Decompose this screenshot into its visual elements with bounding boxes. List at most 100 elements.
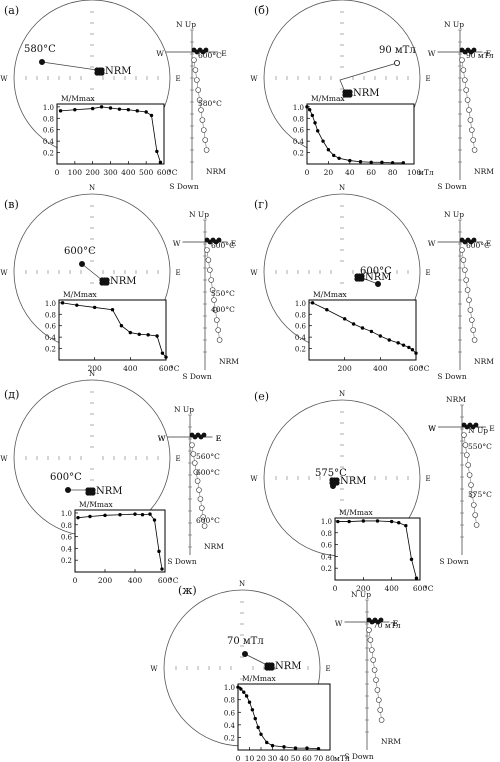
panel-label: (г) (254, 198, 268, 211)
demag-xtick-label: 200 (86, 168, 101, 177)
demag-point (146, 333, 150, 337)
zij-filled-point (471, 237, 477, 243)
demag-xtick-label: 600 (159, 364, 174, 373)
panel-label: (д) (4, 388, 19, 401)
zij-open-point (209, 287, 216, 293)
demag-point (152, 518, 157, 522)
demag-xtick-label: 60 (366, 168, 376, 177)
zij-open-point (473, 522, 480, 528)
demag-ytick-label: 0.8 (224, 697, 235, 705)
demag-xtick-label: 600 (157, 168, 172, 177)
stereo-point-nrm (334, 480, 340, 486)
demag-xtick-label: 100 (68, 168, 83, 177)
demag-xtick-label: 200 (88, 364, 103, 373)
stereo-point-nrm (90, 490, 96, 496)
stereo-label-step: 580°C (24, 44, 56, 55)
demag-ylabel: M/Mmax (339, 508, 373, 517)
zij-open-point (214, 317, 220, 323)
zij-label: S Down (167, 557, 196, 566)
zij-label: S Down (344, 752, 373, 761)
demag-frame (306, 103, 415, 165)
demag-xtick-label: 600 (158, 576, 173, 585)
demag-point (117, 107, 122, 111)
zij-label: 575°C (468, 490, 492, 499)
demag-point (348, 158, 352, 163)
demag-ytick-label: 1.0 (295, 300, 306, 308)
zij-open-point (471, 147, 478, 153)
demag-point (250, 708, 255, 712)
zij-label: E (221, 49, 226, 58)
demag-x-unit: мТл (418, 168, 434, 177)
stereo-path (41, 61, 98, 71)
zij-label: 90 мТл (466, 51, 494, 60)
demag-point (126, 108, 131, 112)
demag-ytick-label: 0.6 (45, 323, 57, 331)
demag-point (247, 700, 252, 704)
zij-open-point (459, 57, 465, 63)
demag-xtick-label: 0 (333, 584, 338, 593)
demag-x-unit: °C (420, 364, 430, 373)
zij-open-point (205, 257, 212, 263)
demag-ytick-label: 0.6 (295, 323, 307, 331)
zij-open-point (190, 451, 197, 457)
zij-open-point (194, 478, 201, 484)
zij-open-point (198, 107, 204, 113)
stereo-west: W (250, 475, 258, 483)
zij-vertical-path (461, 249, 475, 341)
zij-filled-point (216, 237, 222, 243)
stereo-west: W (0, 455, 8, 463)
demag-ytick-label: 0.6 (321, 542, 333, 550)
demag-xtick-label: 400 (123, 364, 138, 373)
zij-open-point (193, 469, 199, 475)
demag-frame (74, 509, 166, 573)
demag-point (293, 746, 298, 750)
demag-xtick-label: 20 (324, 168, 334, 177)
demag-xtick-label: 0 (236, 754, 241, 762)
demag-xtick-label: 100 (407, 168, 422, 177)
zij-label: S Down (437, 372, 466, 381)
demag-ylabel: M/Mmax (61, 94, 95, 103)
demag-point (410, 348, 415, 352)
demag-point (369, 329, 374, 334)
zij-open-point (377, 707, 383, 713)
demag-ylabel: M/Mmax (242, 674, 276, 683)
stereo-label-step: 600°C (360, 266, 392, 277)
demag-point (244, 694, 249, 698)
demag-ytick-label: 1.0 (293, 104, 304, 112)
stereo-path (339, 62, 398, 93)
demag-ytick-label: 1.0 (45, 300, 56, 308)
demag-xtick-label: 40 (345, 168, 355, 177)
demag-ylabel: M/Mmax (63, 290, 97, 299)
demag-line (77, 513, 163, 570)
zij-label: 600°C (211, 241, 235, 250)
zij-open-point (212, 307, 219, 313)
zij-label: W (428, 424, 436, 433)
demag-ytick-label: 0.8 (61, 522, 72, 530)
demag-point (310, 301, 315, 305)
zij-open-point (469, 127, 475, 133)
demag-point (316, 129, 320, 133)
zij-open-point (369, 647, 375, 653)
stereo-east: E (325, 665, 330, 673)
demag-point (378, 334, 383, 338)
demag-point (239, 687, 243, 691)
demag-point (90, 106, 95, 111)
demag-x-unit: °C (168, 168, 178, 177)
zij-label: W (428, 239, 436, 248)
stereonet-crosshair (25, 391, 159, 525)
demag-point (342, 317, 347, 321)
zij-open-point (199, 505, 205, 511)
stereo-east: E (175, 75, 180, 83)
zij-filled-point (203, 47, 209, 53)
demag-ytick-label: 1.0 (224, 684, 235, 692)
panel-label: (в) (4, 198, 19, 211)
zij-open-point (463, 277, 469, 283)
demag-point (108, 106, 113, 110)
demag-point (409, 557, 414, 562)
